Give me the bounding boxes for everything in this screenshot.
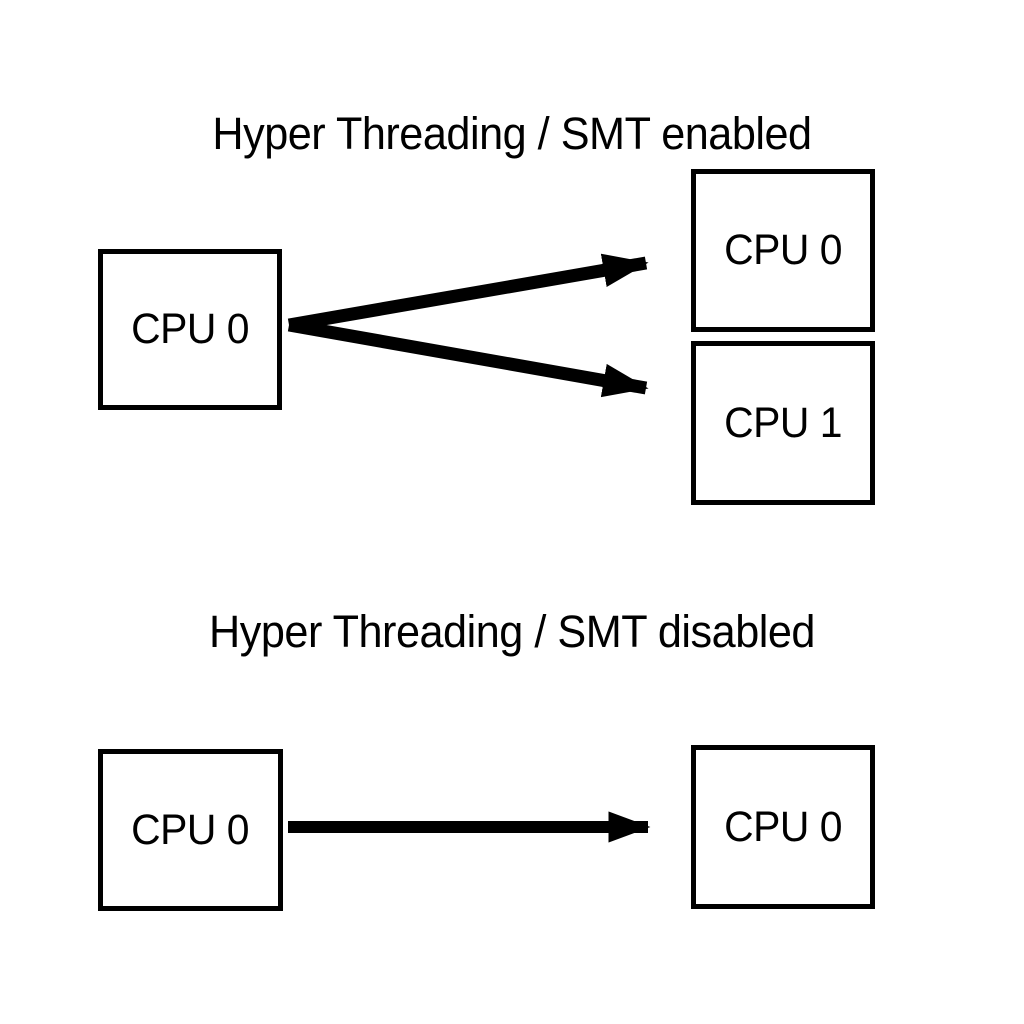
fork-arrow-down-icon — [287, 318, 649, 398]
cpu-box-source-enabled: CPU 0 — [98, 249, 282, 410]
cpu-box-label: CPU 1 — [724, 398, 842, 447]
title-smt-disabled: Hyper Threading / SMT disabled — [209, 606, 815, 657]
cpu-box-label: CPU 0 — [724, 226, 842, 274]
cpu-box-thread-0: CPU 0 — [691, 169, 875, 332]
title-smt-enabled: Hyper Threading / SMT enabled — [212, 108, 812, 159]
fork-arrow-up-icon — [287, 253, 649, 332]
cpu-box-label: CPU 0 — [724, 802, 842, 851]
cpu-box-source-disabled: CPU 0 — [98, 749, 283, 911]
cpu-box-label: CPU 0 — [131, 305, 249, 353]
cpu-box-thread-1: CPU 1 — [691, 341, 875, 505]
cpu-box-target-disabled: CPU 0 — [691, 745, 875, 909]
cpu-box-label: CPU 0 — [131, 805, 250, 854]
